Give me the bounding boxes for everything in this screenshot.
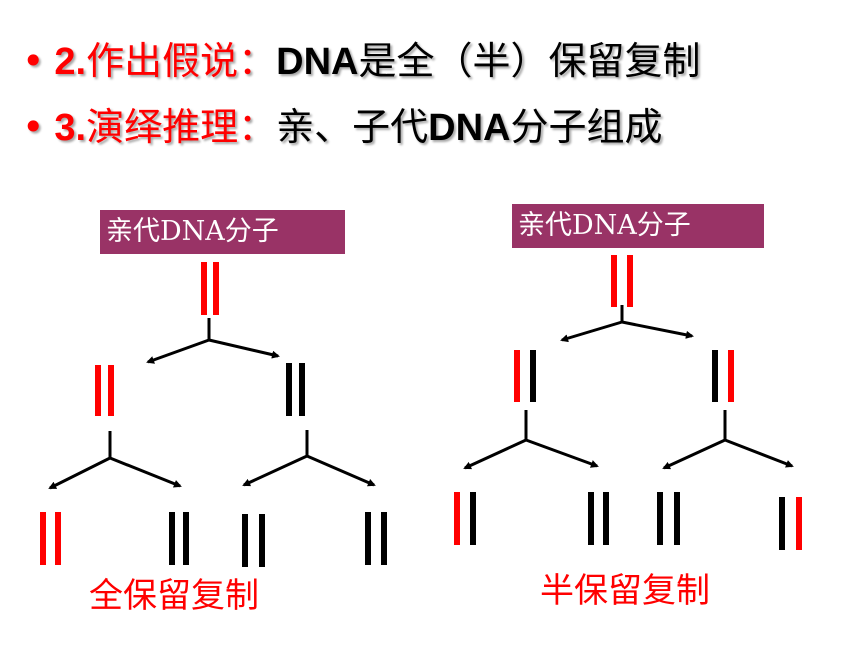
- right-split-arrows-2b: [662, 410, 794, 470]
- deduction-text: 分子组成: [510, 105, 663, 149]
- left-split-arrows-2a: [48, 431, 182, 490]
- left-gen2-dna-2: [169, 512, 189, 565]
- left-parent-dna-box: 亲代DNA分子: [100, 210, 345, 254]
- step-label: 作出假说：: [86, 39, 277, 83]
- left-gen2-dna-4: [365, 512, 387, 565]
- right-split-arrows-1: [560, 305, 694, 343]
- right-gen2-dna-4: [779, 497, 802, 550]
- right-split-arrows-2a: [463, 410, 599, 470]
- dna-term: DNA: [276, 41, 359, 83]
- right-parent-dna: [611, 255, 633, 307]
- right-gen2-dna-3: [657, 492, 680, 545]
- right-gen1-dna-a: [514, 350, 536, 402]
- left-gen2-dna-3: [242, 514, 265, 567]
- step-number: 3.: [54, 107, 87, 149]
- deduction-line: •3.演绎推理：亲、子代DNA分子组成: [22, 104, 663, 151]
- semiconservative-caption: 半保留复制: [540, 571, 710, 611]
- bullet-icon: •: [22, 105, 45, 149]
- right-parent-dna-box: 亲代DNA分子: [512, 204, 764, 248]
- bullet-icon: •: [22, 39, 45, 83]
- step-number: 2.: [54, 41, 87, 83]
- step-label: 演绎推理：: [86, 105, 277, 149]
- deduction-prefix: 亲、子代: [276, 105, 429, 149]
- left-parent-dna: [201, 262, 219, 315]
- conservative-caption: 全保留复制: [89, 576, 259, 616]
- right-tree: [454, 255, 802, 550]
- left-gen1-dna-a: [95, 365, 114, 416]
- right-gen2-dna-1: [454, 492, 476, 545]
- right-gen1-dna-b: [712, 350, 734, 402]
- right-gen2-dna-2: [588, 492, 609, 545]
- left-split-arrows-2b: [242, 430, 376, 487]
- hypothesis-text: 是全（半）保留复制: [358, 39, 701, 83]
- hypothesis-line: •2.作出假说：DNA是全（半）保留复制: [22, 38, 700, 85]
- left-gen2-dna-1: [40, 512, 61, 565]
- left-parent-label: 亲代DNA分子: [106, 216, 279, 247]
- dna-term: DNA: [428, 107, 511, 149]
- left-gen1-dna-b: [286, 363, 305, 416]
- left-tree: [40, 262, 387, 567]
- left-split-arrows-1: [146, 318, 280, 364]
- right-parent-label: 亲代DNA分子: [518, 210, 691, 241]
